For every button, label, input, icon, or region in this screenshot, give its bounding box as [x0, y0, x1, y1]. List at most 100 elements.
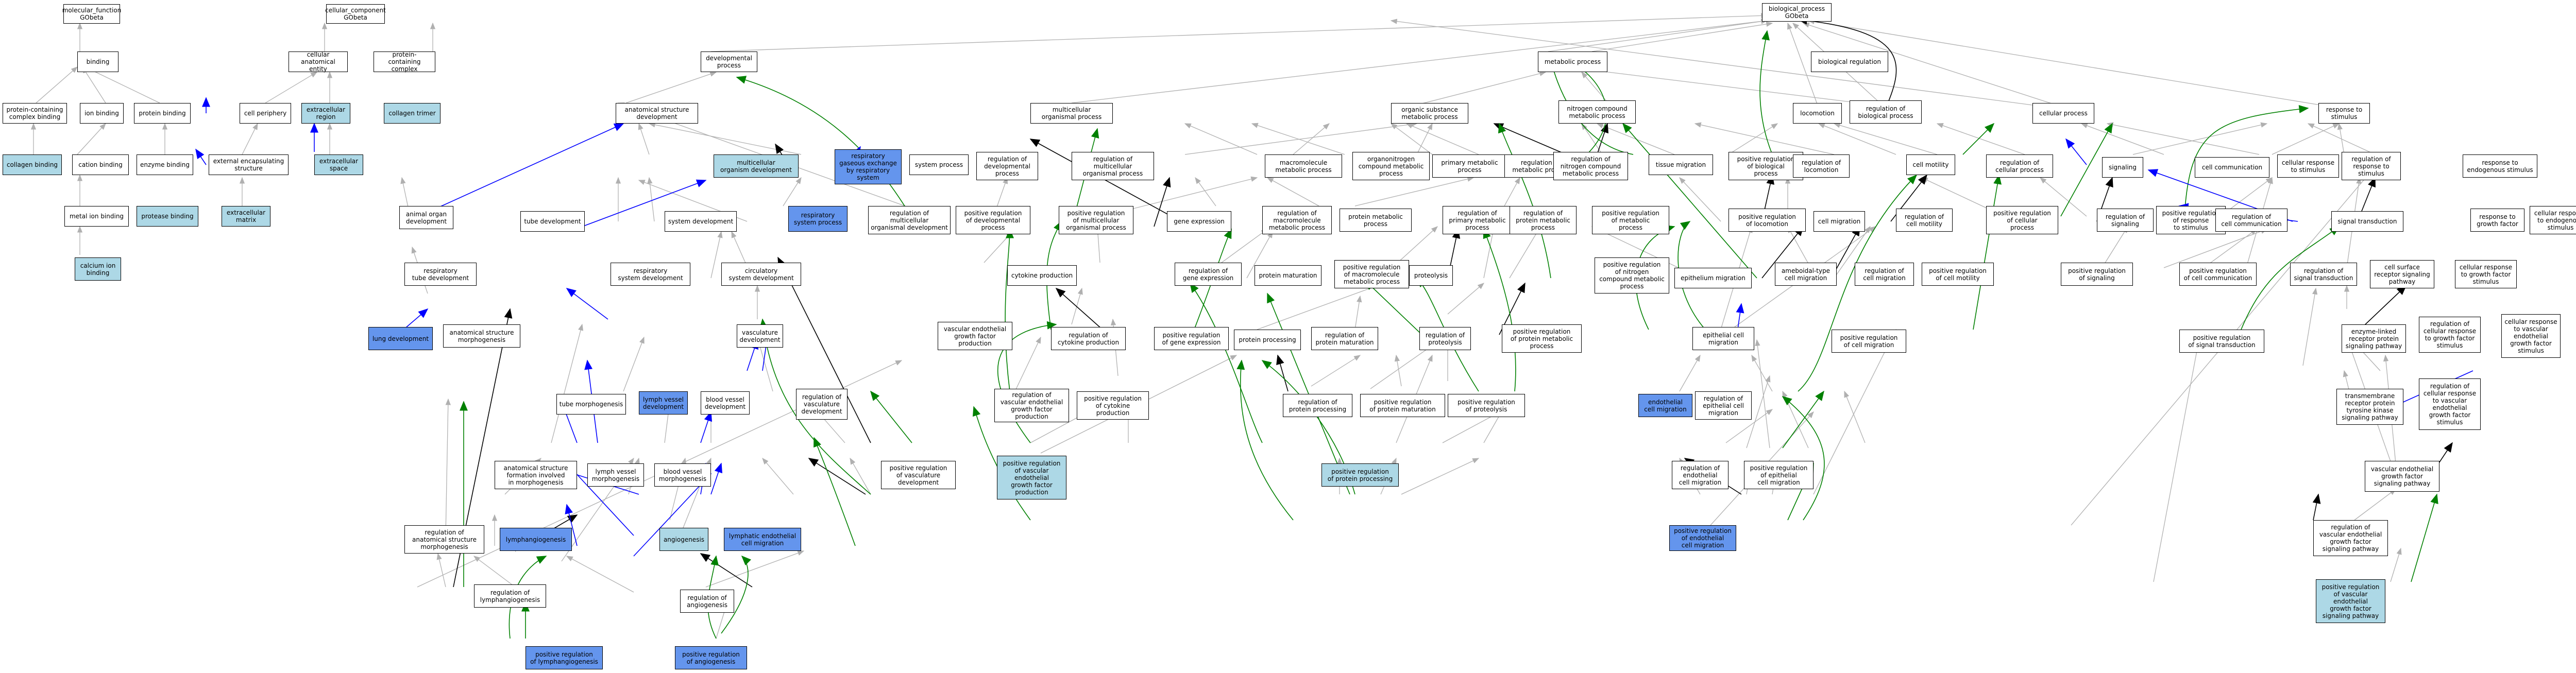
node-biological-regulation[interactable]: biological regulation — [1811, 51, 1888, 72]
node-anatomical-structure-development[interactable]: anatomical structure development — [616, 103, 698, 124]
node-positive-regulation-of-cell-motility[interactable]: positive regulation of cell motility — [1922, 263, 1994, 286]
node-regulation-of-multicellular-organismal-process[interactable]: regulation of multicellular organismal p… — [1072, 152, 1154, 180]
node-cation-binding[interactable]: cation binding — [72, 154, 129, 175]
node-positive-regulation-of-macromolecule-metabolic[interactable]: positive regulation of macromolecule met… — [1334, 260, 1409, 288]
node-developmental-process[interactable]: developmental process — [701, 51, 757, 72]
node-extracellular-space[interactable]: extracellular space — [314, 154, 363, 175]
node-biological-process[interactable]: biological_process GObeta — [1762, 3, 1832, 22]
node-organonitrogen-compound-metabolic[interactable]: organonitrogen compound metabolic proces… — [1352, 152, 1430, 180]
node-regulation-of-response-to-stimulus[interactable]: regulation of response to stimulus — [2342, 152, 2401, 180]
node-positive-regulation-of-cell-communication[interactable]: positive regulation of cell communicatio… — [2179, 263, 2257, 286]
node-regulation-of-locomotion[interactable]: regulation of locomotion — [1793, 154, 1850, 178]
node-multicellular-organism-development[interactable]: multicellular organism development — [714, 154, 799, 178]
node-lymph-vessel-morphogenesis[interactable]: lymph vessel morphogenesis — [587, 463, 644, 487]
node-positive-regulation-of-bp[interactable]: positive regulation of biological proces… — [1728, 152, 1803, 180]
node-pcc-binding[interactable]: protein-containing complex binding — [3, 103, 67, 124]
node-protein-binding[interactable]: protein binding — [134, 103, 191, 124]
node-cell-surface-receptor-signaling[interactable]: cell surface receptor signaling pathway — [2370, 260, 2434, 288]
node-regulation-of-cellular-response-to-vegf[interactable]: regulation of cellular response to vascu… — [2419, 378, 2481, 430]
node-blood-vessel-morphogenesis[interactable]: blood vessel morphogenesis — [654, 463, 711, 487]
node-collagen-trimer[interactable]: collagen trimer — [384, 103, 440, 124]
node-lymphangiogenesis[interactable]: lymphangiogenesis — [500, 528, 572, 551]
node-regulation-of-cytokine-production[interactable]: regulation of cytokine production — [1051, 327, 1126, 350]
node-positive-regulation-of-locomotion[interactable]: positive regulation of locomotion — [1728, 209, 1806, 232]
node-regulation-of-protein-maturation[interactable]: regulation of protein maturation — [1311, 327, 1378, 350]
node-external-encapsulating-structure[interactable]: external encapsulating structure — [209, 154, 289, 175]
node-regulation-of-cell-migration[interactable]: regulation of cell migration — [1855, 263, 1914, 286]
node-regulation-of-biological-process[interactable]: regulation of biological process — [1850, 100, 1922, 124]
node-vegf-production[interactable]: vascular endothelial growth factor produ… — [938, 322, 1012, 350]
node-enzyme-linked-receptor[interactable]: enzyme-linked receptor protein signaling… — [2342, 324, 2406, 353]
node-regulation-of-endothelial-cell-migration[interactable]: regulation of endothelial cell migration — [1672, 461, 1728, 489]
node-positive-regulation-of-endothelial-cell-migration[interactable]: positive regulation of endothelial cell … — [1669, 525, 1736, 551]
node-regulation-of-macromolecule-metabolic[interactable]: regulation of macromolecule metabolic pr… — [1262, 206, 1332, 234]
node-system-development[interactable]: system development — [665, 211, 737, 232]
node-positive-regulation-of-protein-processing[interactable]: positive regulation of protein processin… — [1321, 463, 1399, 487]
node-regulation-of-cell-communication[interactable]: regulation of cell communication — [2215, 209, 2287, 232]
node-cellular-response-to-vegf[interactable]: cellular response to vascular endothelia… — [2501, 314, 2561, 358]
node-extracellular-matrix[interactable]: extracellular matrix — [222, 206, 270, 227]
node-protease-binding[interactable]: protease binding — [137, 206, 198, 227]
node-regulation-of-gene-expression[interactable]: regulation of gene expression — [1175, 263, 1242, 286]
node-positive-regulation-of-protein-maturation[interactable]: positive regulation of protein maturatio… — [1360, 394, 1445, 417]
node-respiratory-tube-development[interactable]: respiratory tube development — [404, 263, 477, 286]
node-anatomical-structure-formation[interactable]: anatomical structure formation involved … — [495, 461, 577, 489]
node-response-to-growth-factor[interactable]: response to growth factor — [2470, 209, 2524, 232]
node-signaling[interactable]: signaling — [2102, 157, 2143, 178]
node-blood-vessel-development[interactable]: blood vessel development — [701, 391, 750, 415]
node-enzyme-binding[interactable]: enzyme binding — [137, 154, 193, 175]
node-transmembrane-rtk[interactable]: transmembrane receptor protein tyrosine … — [2336, 389, 2403, 425]
node-cellular-response-to-growth-factor[interactable]: cellular response to growth factor stimu… — [2455, 260, 2517, 288]
node-positive-regulation-of-ncm[interactable]: positive regulation of nitrogen compound… — [1595, 257, 1669, 294]
node-regulation-of-angiogenesis[interactable]: regulation of angiogenesis — [680, 590, 734, 613]
node-cellular-response-to-endogenous-stimulus[interactable]: cellular response to endogenous stimulus — [2530, 206, 2576, 234]
node-regulation-of-protein-processing[interactable]: regulation of protein processing — [1283, 394, 1352, 417]
node-proteolysis[interactable]: proteolysis — [1409, 265, 1453, 286]
node-tube-development[interactable]: tube development — [520, 211, 585, 232]
node-regulation-of-developmental-process[interactable]: regulation of developmental process — [976, 152, 1038, 180]
node-regulation-of-multicellular-organismal-development[interactable]: regulation of multicellular organismal d… — [868, 206, 951, 234]
node-positive-regulation-of-vegf-production[interactable]: positive regulation of vascular endothel… — [997, 456, 1066, 499]
node-positive-regulation-of-cellular-process[interactable]: positive regulation of cellular process — [1986, 206, 2058, 234]
node-cellular-process[interactable]: cellular process — [2032, 103, 2094, 124]
node-calcium-ion-binding[interactable]: calcium ion binding — [75, 257, 121, 281]
node-epithelium-migration[interactable]: epithelium migration — [1674, 268, 1752, 288]
node-macromolecule-metabolic[interactable]: macromolecule metabolic process — [1265, 154, 1342, 178]
node-protein-metabolic[interactable]: protein metabolic process — [1340, 209, 1412, 232]
node-regulation-of-anatomical-structure-morphogenesis[interactable]: regulation of anatomical structure morph… — [404, 525, 484, 554]
node-cytokine-production[interactable]: cytokine production — [1007, 265, 1077, 286]
node-system-process[interactable]: system process — [909, 154, 969, 175]
node-metabolic-process[interactable]: metabolic process — [1538, 51, 1607, 72]
node-protein-processing[interactable]: protein processing — [1234, 330, 1301, 350]
node-positive-regulation-of-metabolic[interactable]: positive regulation of metabolic process — [1592, 206, 1669, 234]
node-regulation-of-ncm[interactable]: regulation of nitrogen compound metaboli… — [1553, 152, 1628, 180]
node-regulation-of-signal-transduction[interactable]: regulation of signal transduction — [2290, 263, 2357, 286]
node-tissue-migration[interactable]: tissue migration — [1649, 154, 1713, 175]
node-positive-regulation-of-signal-transduction[interactable]: positive regulation of signal transducti… — [2179, 330, 2264, 353]
node-regulation-of-vasculature-development[interactable]: regulation of vasculature development — [796, 389, 848, 420]
node-positive-regulation-of-vasculature-development[interactable]: positive regulation of vasculature devel… — [881, 461, 956, 489]
node-positive-regulation-of-signaling[interactable]: positive regulation of signaling — [2061, 263, 2133, 286]
node-primary-metabolic[interactable]: primary metabolic process — [1432, 154, 1507, 178]
node-organic-substance-metabolic[interactable]: organic substance metabolic process — [1391, 103, 1468, 124]
node-regulation-of-cell-motility[interactable]: regulation of cell motility — [1896, 209, 1953, 232]
node-positive-regulation-of-epithelial-cell-migration[interactable]: positive regulation of epithelial cell m… — [1744, 461, 1814, 489]
node-epithelial-cell-migration[interactable]: epithelial cell migration — [1692, 327, 1754, 350]
node-cellular-anatomical-entity[interactable]: cellular anatomical entity — [289, 51, 348, 73]
node-regulation-of-cellular-process[interactable]: regulation of cellular process — [1986, 154, 2053, 178]
node-response-to-stimulus[interactable]: response to stimulus — [2318, 103, 2370, 124]
node-circulatory-system-development[interactable]: circulatory system development — [721, 263, 801, 286]
node-positive-regulation-of-cell-migration[interactable]: positive regulation of cell migration — [1832, 330, 1906, 353]
node-positive-regulation-of-lymphangiogenesis[interactable]: positive regulation of lymphangiogenesis — [526, 646, 603, 669]
node-regulation-of-protein-metabolic[interactable]: regulation of protein metabolic process — [1510, 206, 1577, 234]
node-metal-ion-binding[interactable]: metal ion binding — [64, 206, 129, 227]
node-multicellular-organismal-process[interactable]: multicellular organismal process — [1030, 103, 1113, 124]
node-positive-regulation-of-developmental-process[interactable]: positive regulation of developmental pro… — [956, 206, 1030, 234]
node-vegf-signaling-pathway[interactable]: vascular endothelial growth factor signa… — [2365, 461, 2439, 492]
node-positive-regulation-of-proteolysis[interactable]: positive regulation of proteolysis — [1448, 394, 1525, 417]
node-positive-regulation-of-angiogenesis[interactable]: positive regulation of angiogenesis — [675, 646, 747, 669]
node-regulation-of-vegf-signaling[interactable]: regulation of vascular endothelial growt… — [2313, 520, 2388, 556]
node-positive-regulation-of-cytokine-production[interactable]: positive regulation of cytokine producti… — [1077, 391, 1149, 420]
node-ameboidal-cell-migration[interactable]: ameboidal-type cell migration — [1775, 263, 1837, 286]
node-regulation-of-vegf-production[interactable]: regulation of vascular endothelial growt… — [994, 389, 1069, 422]
